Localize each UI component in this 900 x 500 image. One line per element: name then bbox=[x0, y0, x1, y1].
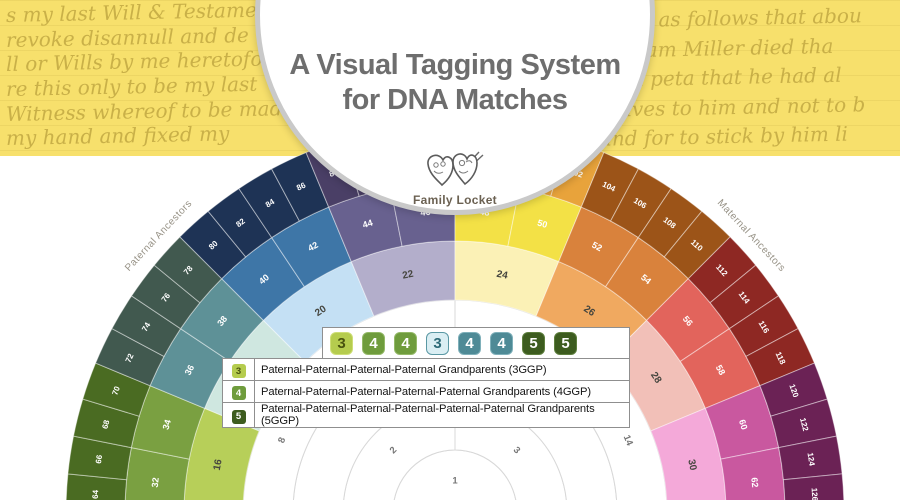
title-line-1: A Visual Tagging System bbox=[289, 49, 621, 81]
fan-segment-label: 122 bbox=[798, 417, 810, 433]
tag-badge: 3 bbox=[426, 332, 449, 355]
fan-segment-label: 120 bbox=[787, 383, 800, 399]
fan-segment-label: 52 bbox=[590, 240, 604, 254]
legend-tag-cell: 5 bbox=[222, 402, 255, 428]
tag-badge: 4 bbox=[394, 332, 417, 355]
fan-segment-label: 56 bbox=[681, 314, 695, 328]
legend-tag-cell: 3 bbox=[222, 358, 255, 381]
fan-segment-62 bbox=[720, 447, 786, 500]
fan-segment-label: 34 bbox=[161, 418, 173, 430]
fan-segment-label: 68 bbox=[100, 419, 111, 430]
fan-segment-label: 86 bbox=[295, 180, 307, 192]
fan-segment-label: 50 bbox=[536, 218, 548, 230]
legend-row: 5 Paternal-Paternal-Paternal-Paternal-Pat… bbox=[222, 402, 630, 428]
tag-badge-small: 3 bbox=[231, 364, 246, 378]
legend-row: 3 Paternal-Paternal-Paternal-Paternal Gra… bbox=[222, 358, 630, 381]
fan-segment-label: 38 bbox=[215, 314, 229, 328]
fan-segment-label: 32 bbox=[150, 477, 161, 488]
fan-segment-label: 60 bbox=[737, 418, 749, 430]
tag-badge-small: 5 bbox=[231, 409, 246, 424]
fan-segment-label: 42 bbox=[306, 240, 320, 254]
legend-label: Paternal-Paternal-Paternal-Paternal-Pate… bbox=[254, 402, 630, 428]
tag-badge-small: 4 bbox=[231, 386, 246, 400]
fan-segment-40 bbox=[220, 236, 306, 322]
fan-segment-label: 1 bbox=[452, 476, 458, 487]
fan-segment-label: 16 bbox=[212, 458, 225, 471]
fan-segment-label: 22 bbox=[401, 269, 414, 282]
tag-badge: 4 bbox=[362, 332, 385, 355]
fan-segment-label: 66 bbox=[94, 454, 104, 465]
fan-segment-label: 54 bbox=[639, 272, 653, 286]
tag-badge: 4 bbox=[458, 332, 481, 355]
fan-segment-label: 126 bbox=[810, 487, 820, 500]
tag-badge: 5 bbox=[554, 332, 577, 355]
fan-segment-label: 124 bbox=[806, 452, 817, 467]
fan-segment-label: 62 bbox=[749, 477, 760, 488]
family-locket-logo: Family Locket bbox=[260, 150, 650, 207]
legend-table: 3 Paternal-Paternal-Paternal-Paternal Gra… bbox=[222, 358, 630, 428]
locket-hearts-icon bbox=[427, 151, 484, 187]
tag-badge: 5 bbox=[522, 332, 545, 355]
fan-segment-label: 40 bbox=[257, 272, 271, 286]
tag-badge: 4 bbox=[490, 332, 513, 355]
fan-segment-label: 8 bbox=[276, 436, 288, 445]
legend-label: Paternal-Paternal-Paternal-Paternal-Pate… bbox=[254, 380, 630, 403]
fan-segment-30 bbox=[650, 407, 727, 500]
fan-segment-126 bbox=[782, 473, 845, 500]
title-line-2: for DNA Matches bbox=[342, 84, 568, 117]
page-title: A Visual Tagging System for DNA Matches bbox=[260, 48, 650, 119]
fan-segment-label: 30 bbox=[685, 458, 698, 471]
fan-segment-label: 14 bbox=[621, 433, 635, 448]
legend-tag-cell: 4 bbox=[222, 380, 255, 403]
legend-label: Paternal-Paternal-Paternal-Paternal Gran… bbox=[254, 358, 630, 381]
logo-text: Family Locket bbox=[413, 193, 497, 207]
fan-segment-label: 70 bbox=[110, 385, 122, 397]
fan-segment-label: 72 bbox=[124, 352, 136, 364]
legend-row: 4 Paternal-Paternal-Paternal-Paternal-Pat… bbox=[222, 380, 630, 403]
fan-segment-label: 44 bbox=[361, 218, 373, 230]
fan-segment-label: 2 bbox=[388, 445, 400, 457]
fan-segment-56 bbox=[645, 277, 731, 363]
fan-segment-label: 3 bbox=[511, 445, 523, 457]
fan-segment-label: 58 bbox=[714, 363, 728, 377]
title-circle: A Visual Tagging System for DNA Matches … bbox=[255, 0, 655, 215]
fan-segment-label: 24 bbox=[496, 269, 509, 282]
fan-segment-label: 36 bbox=[183, 363, 197, 377]
fan-segment-label: 64 bbox=[91, 489, 100, 499]
tag-badge: 3 bbox=[330, 332, 353, 355]
